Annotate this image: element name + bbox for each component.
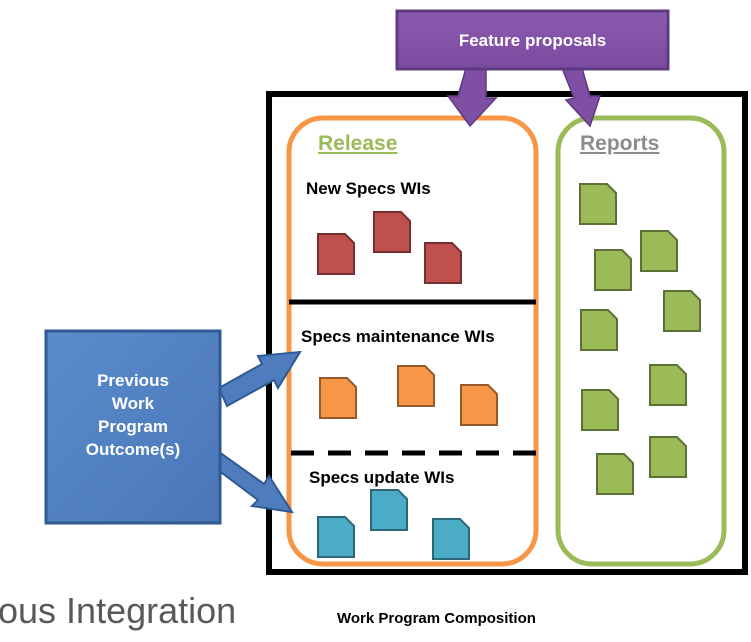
maintenance-document-2 [397, 365, 435, 407]
previous-arrows [216, 350, 302, 514]
arrow-to-reports [560, 67, 602, 128]
new-specs-label: New Specs WIs [306, 179, 431, 198]
feature-proposals-box [395, 9, 670, 71]
report-document-8 [649, 436, 687, 478]
feature-proposals-label: Feature proposals [458, 31, 607, 50]
maintenance-document-1 [319, 377, 357, 419]
previous-line-4: Outcome(s) [85, 440, 181, 459]
update-document-1 [317, 516, 355, 558]
work-program-caption: Work Program Composition [337, 610, 536, 627]
maintenance-label: Specs maintenance WIs [301, 327, 495, 346]
background-title-fragment: ous Integration [0, 590, 237, 631]
work-program-frame [266, 91, 748, 575]
release-title: Release [318, 132, 398, 155]
update-label: Specs update WIs [309, 468, 455, 487]
previous-outcome-box [44, 329, 222, 525]
reports-container [555, 115, 727, 567]
report-document-2 [640, 230, 678, 272]
report-document-7 [581, 389, 619, 431]
reports-title: Reports [580, 132, 660, 155]
previous-line-1: Previous [97, 371, 169, 390]
arrow-to-update [216, 450, 295, 514]
report-document-9 [596, 453, 634, 495]
new-spec-document-2 [373, 211, 411, 253]
new-specs-documents [317, 211, 462, 284]
previous-line-2: Work [111, 394, 155, 413]
report-document-4 [663, 290, 701, 332]
report-document-3 [594, 249, 632, 291]
report-document-6 [649, 364, 687, 406]
arrow-to-release [446, 67, 498, 128]
previous-outcome-label: Previous Work Program Outcome(s) [46, 369, 220, 461]
new-spec-document-1 [317, 233, 355, 275]
report-documents [579, 183, 701, 495]
previous-line-3: Program [98, 417, 168, 436]
release-container [286, 115, 539, 567]
maintenance-document-3 [460, 384, 498, 426]
maintenance-documents [319, 365, 498, 426]
update-documents [317, 489, 470, 560]
update-document-2 [370, 489, 408, 531]
report-document-5 [580, 309, 618, 351]
update-document-3 [432, 518, 470, 560]
feature-arrows [446, 67, 602, 128]
report-document-1 [579, 183, 617, 225]
new-spec-document-3 [424, 242, 462, 284]
arrow-to-maintenance [217, 350, 302, 408]
